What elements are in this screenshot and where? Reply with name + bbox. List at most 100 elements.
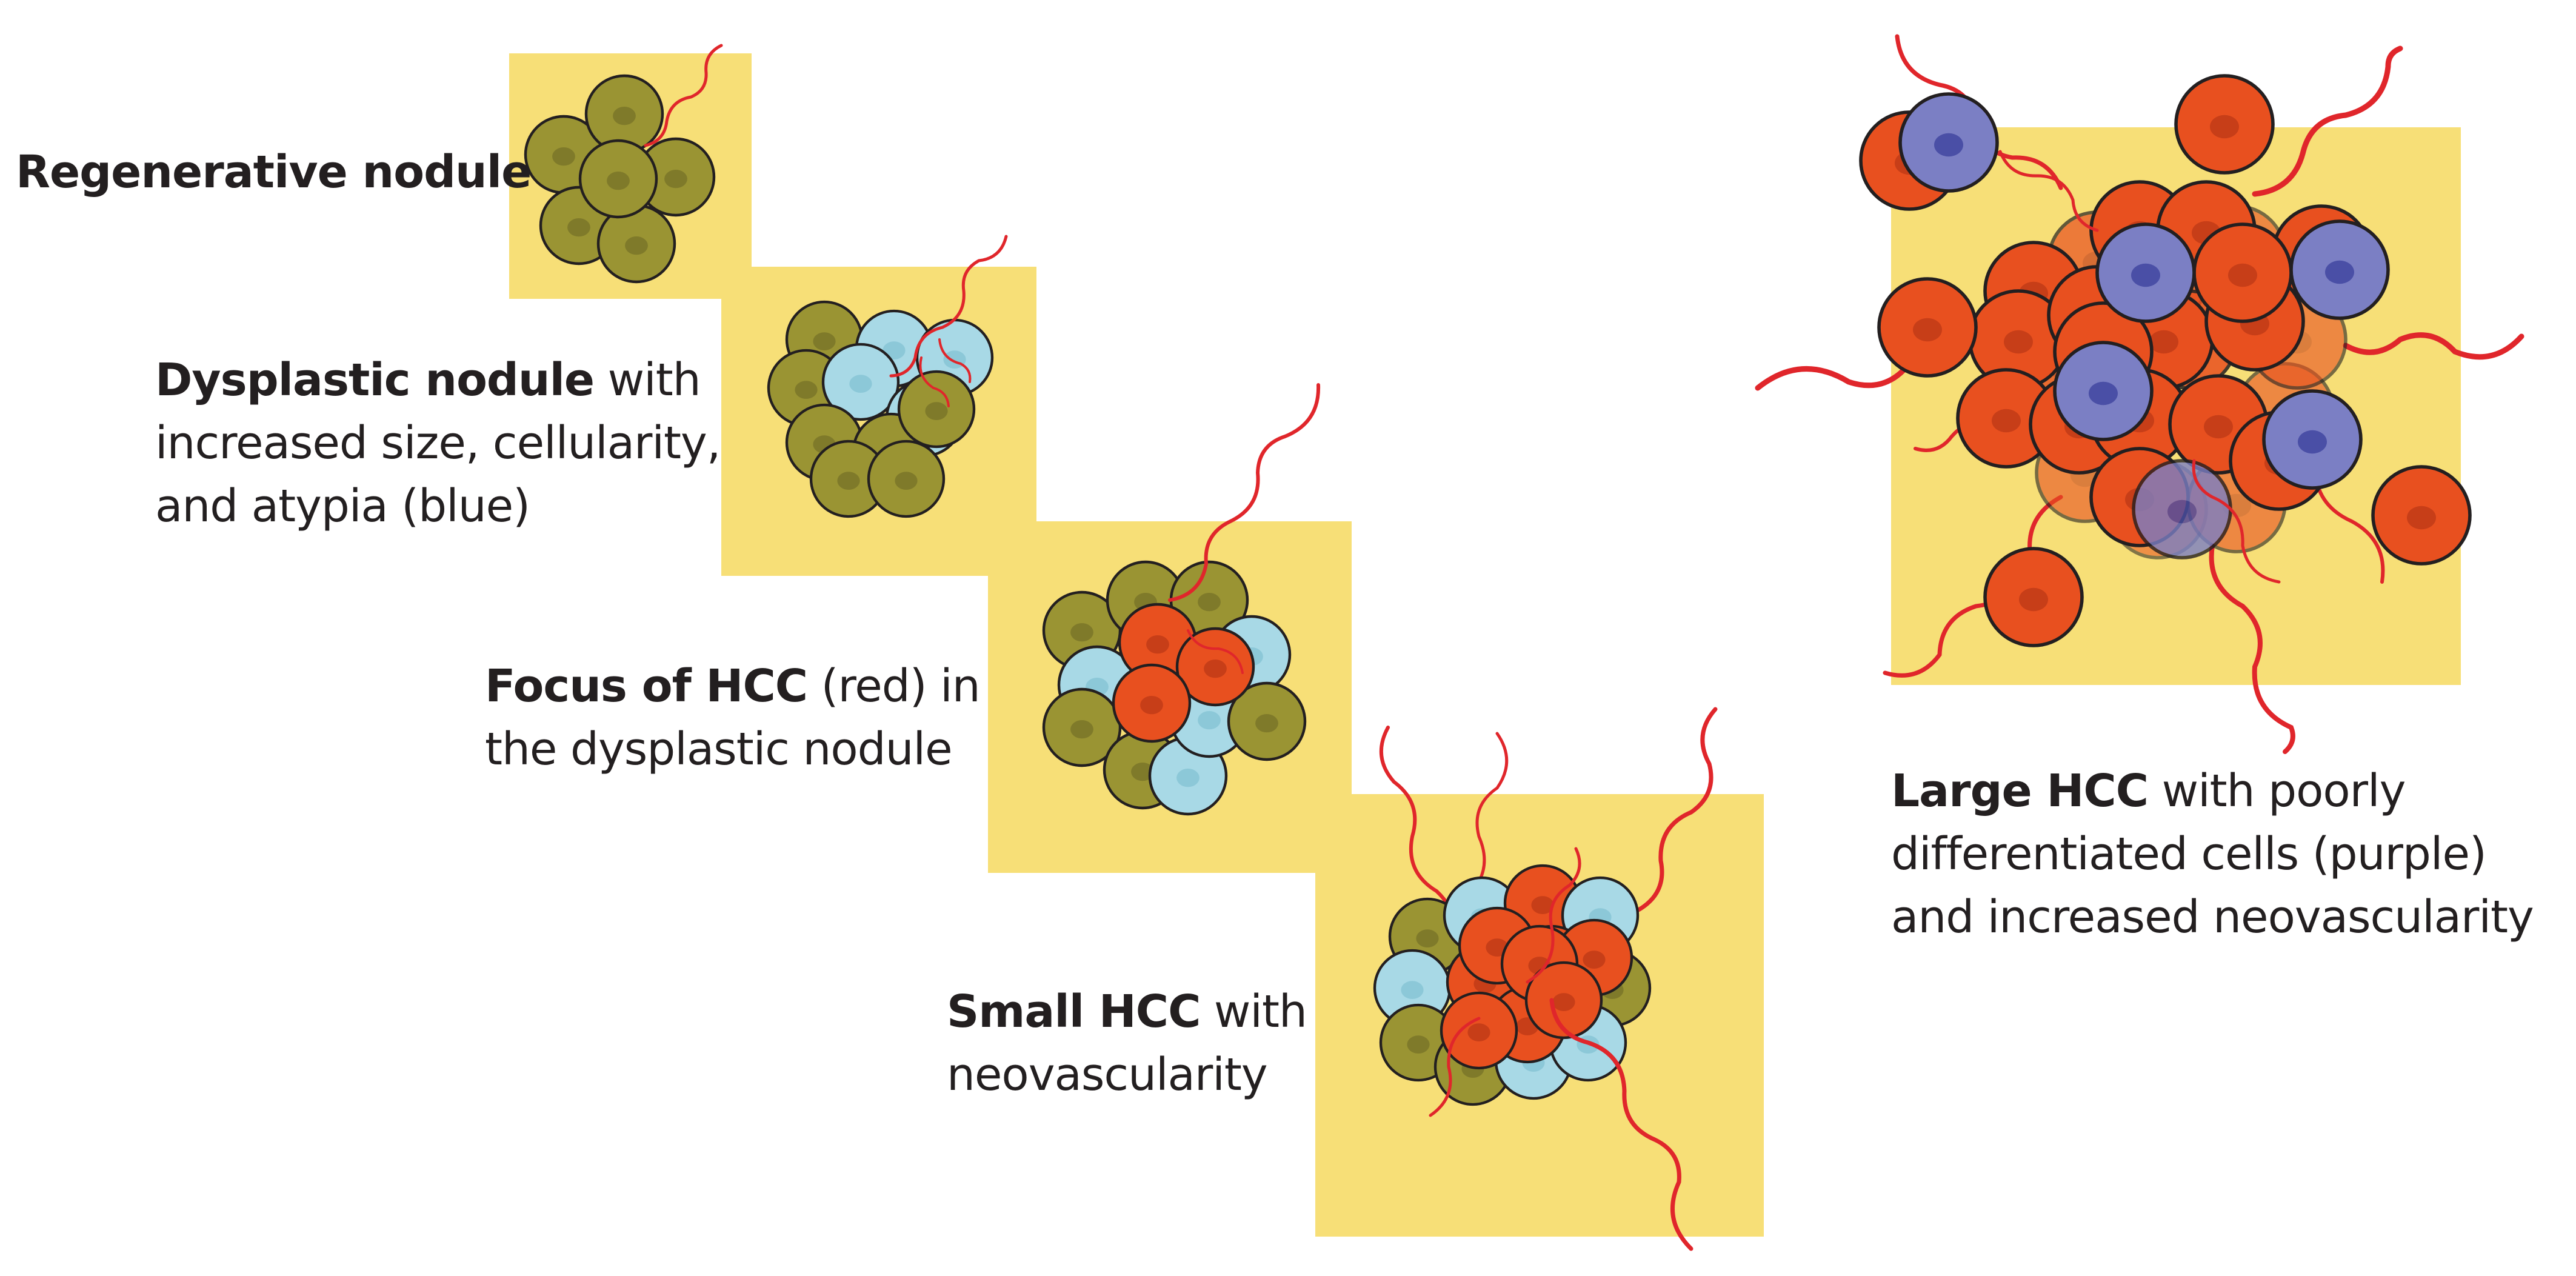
blood-vessel bbox=[2209, 543, 2295, 754]
blood-vessel bbox=[889, 235, 1008, 378]
label-large-rest: with poorly bbox=[2148, 765, 2406, 817]
cell-nucleus bbox=[2149, 330, 2178, 354]
cell-nucleus bbox=[813, 332, 836, 350]
label-focus-bold: Focus of HCC bbox=[485, 660, 808, 712]
blood-vessel bbox=[1883, 495, 2063, 678]
normal-hepatocyte bbox=[596, 204, 676, 284]
label-regenerative-nodule: Regenerative nodule bbox=[16, 141, 532, 204]
cell-nucleus bbox=[1552, 993, 1575, 1011]
cell-nucleus bbox=[1070, 623, 1093, 642]
label-large-hcc: Large HCC with poorly differentiated cel… bbox=[1891, 760, 2534, 949]
cell-nucleus bbox=[1198, 593, 1221, 612]
hcc-cell bbox=[1175, 627, 1255, 707]
cell-nucleus bbox=[837, 472, 860, 490]
blood-vessel bbox=[938, 338, 972, 383]
poorly-differentiated-cell bbox=[2053, 341, 2154, 441]
label-dysplastic-line-2: and atypia (blue) bbox=[155, 480, 530, 532]
blood-vessel bbox=[2192, 459, 2281, 584]
label-focus-line-1: the dysplastic nodule bbox=[485, 723, 953, 775]
label-focus-rest: (red) in bbox=[807, 660, 981, 712]
cell-nucleus bbox=[1131, 763, 1154, 781]
poorly-differentiated-cell bbox=[2132, 459, 2232, 560]
cell-nucleus bbox=[925, 402, 948, 420]
label-small-rest: with bbox=[1200, 986, 1307, 1038]
normal-hepatocyte bbox=[897, 370, 976, 449]
blood-vessel bbox=[1187, 629, 1244, 674]
cell-nucleus bbox=[849, 375, 872, 393]
cell-nucleus bbox=[1204, 660, 1227, 678]
cell-nucleus bbox=[2167, 499, 2197, 524]
cell-nucleus bbox=[567, 218, 590, 237]
poorly-differentiated-cell bbox=[2095, 222, 2196, 323]
blood-vessel bbox=[1526, 847, 1581, 984]
label-large-line-2: and increased neovascularity bbox=[1891, 891, 2534, 943]
cell-nucleus bbox=[2325, 260, 2354, 284]
poorly-differentiated-cell bbox=[2262, 389, 2363, 490]
blood-vessel bbox=[1465, 732, 1509, 899]
blood-vessel bbox=[1429, 1017, 1481, 1117]
cell-nucleus bbox=[2004, 330, 2033, 354]
label-regenerative-bold: Regenerative nodule bbox=[16, 146, 532, 198]
cell-nucleus bbox=[1467, 1023, 1490, 1041]
normal-hepatocyte bbox=[1042, 687, 1122, 767]
blood-vessel bbox=[1168, 383, 1321, 602]
blood-vessel bbox=[919, 356, 950, 407]
blood-vessel bbox=[2252, 45, 2403, 197]
cell-nucleus bbox=[2131, 263, 2160, 287]
blood-vessel bbox=[2343, 332, 2524, 360]
cell-nucleus bbox=[1934, 133, 1963, 157]
cell-nucleus bbox=[2228, 263, 2257, 287]
cell-nucleus bbox=[1176, 769, 1200, 787]
hcc-cell bbox=[1440, 991, 1518, 1070]
cell-layer bbox=[524, 74, 2472, 1106]
cell-nucleus bbox=[1140, 696, 1163, 715]
label-dysplastic-line-1: increased size, cellularity, bbox=[155, 417, 721, 469]
cell-nucleus bbox=[1583, 950, 1606, 969]
cell-nucleus bbox=[1198, 711, 1221, 730]
cell-nucleus bbox=[625, 236, 648, 255]
blood-vessel bbox=[1549, 998, 1693, 1251]
cell-nucleus bbox=[1913, 318, 1942, 342]
cell-nucleus bbox=[2089, 381, 2118, 406]
poorly-differentiated-cell bbox=[1898, 92, 1999, 193]
label-dysplastic-rest: with bbox=[594, 354, 701, 406]
cell-nucleus bbox=[2204, 415, 2233, 439]
label-dysplastic-bold: Dysplastic nodule bbox=[155, 354, 595, 406]
hcc-cell bbox=[1877, 277, 1978, 378]
cell-nucleus bbox=[1407, 1035, 1430, 1054]
cell-nucleus bbox=[1255, 714, 1278, 733]
poorly-differentiated-cell bbox=[2289, 219, 2390, 320]
atypical-cell bbox=[821, 342, 900, 421]
hcc-cell bbox=[1956, 368, 2057, 469]
cell-nucleus bbox=[1531, 896, 1554, 914]
cell-nucleus bbox=[607, 172, 630, 190]
hcc-cell bbox=[1983, 547, 2084, 647]
cell-nucleus bbox=[1416, 929, 1439, 947]
cell-nucleus bbox=[2019, 587, 2048, 612]
hcc-cell bbox=[2174, 74, 2275, 175]
hcc-cell bbox=[1524, 961, 1603, 1040]
cell-nucleus bbox=[664, 170, 687, 189]
cell-nucleus bbox=[895, 472, 918, 490]
normal-hepatocyte bbox=[867, 439, 946, 518]
label-focus-of-hcc: Focus of HCC (red) in the dysplastic nod… bbox=[485, 655, 981, 781]
blood-vessel bbox=[644, 44, 723, 147]
cell-nucleus bbox=[552, 147, 575, 166]
cell-nucleus bbox=[613, 107, 636, 125]
cell-nucleus bbox=[1070, 720, 1093, 739]
normal-hepatocyte bbox=[1227, 681, 1307, 761]
cell-nucleus bbox=[1146, 635, 1169, 654]
cell-nucleus bbox=[1401, 981, 1424, 999]
blood-vessel bbox=[1998, 150, 2099, 232]
hcc-cell bbox=[2192, 222, 2293, 323]
cell-nucleus bbox=[2298, 430, 2327, 454]
cell-nucleus bbox=[1992, 409, 2021, 433]
cell-nucleus bbox=[2210, 115, 2239, 139]
label-small-bold: Small HCC bbox=[947, 986, 1201, 1038]
label-dysplastic-nodule: Dysplastic nodule with increased size, c… bbox=[155, 349, 721, 538]
hcc-cell bbox=[1112, 663, 1192, 743]
hcc-cell bbox=[2371, 465, 2472, 566]
cell-nucleus bbox=[2407, 506, 2436, 530]
label-small-line-1: neovascularity bbox=[947, 1049, 1268, 1101]
